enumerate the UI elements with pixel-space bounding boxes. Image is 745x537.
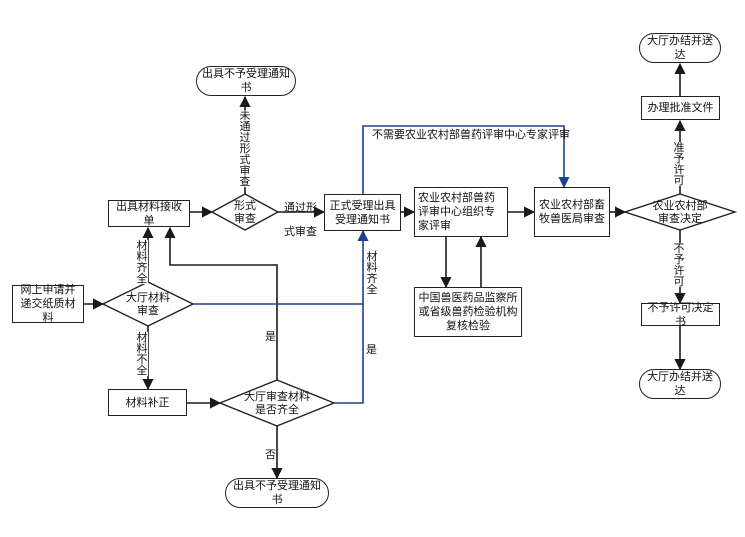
label-materials-incomplete: 材料不全 <box>136 331 148 377</box>
node-issue-receipt: 出具材料接收单 <box>108 200 190 227</box>
node-expert-review: 农业农村部兽药评审中心组织专家评审 <box>414 187 508 237</box>
label-materials-complete-left: 材料齐全 <box>136 239 148 285</box>
arrow-check-to-receipt <box>164 226 278 380</box>
diamond-check-text: 大厅审查材料是否齐全 <box>244 390 310 416</box>
label-grant: 准予许可 <box>673 141 685 187</box>
diamond-ministry-decision-text: 农业农村部审查决定 <box>652 199 708 225</box>
node-bureau-review: 农业农村部畜牧兽医局审查 <box>534 187 610 237</box>
label-yes-right: 是 <box>366 343 377 356</box>
label-no-bottom: 否 <box>265 448 276 461</box>
node-supplement: 材料补正 <box>108 389 187 416</box>
label-pass-form: 通过形式审查 <box>284 201 317 238</box>
node-online-apply: 网上申请并递交纸质材料 <box>12 283 84 324</box>
form-review-diamond <box>210 193 280 231</box>
label-no-expert: 不需要农业农村部兽药评审中心专家评审 <box>372 128 570 141</box>
diamond-hall-review-text: 大厅材料审查 <box>126 291 170 317</box>
node-reject-top: 出具不予受理通知书 <box>196 66 296 96</box>
node-reject-decision: 不予许可决定书 <box>641 301 720 328</box>
node-approval-doc: 办理批准文件 <box>641 96 720 120</box>
node-lab-review: 中国兽医药品监察所或省级兽药检验机构复核检验 <box>414 287 522 337</box>
label-not-pass-form: 未通过形式审查 <box>239 109 251 188</box>
diamond-form-review-text: 形式审查 <box>234 199 256 225</box>
node-reject-bottom: 出具不予受理通知书 <box>225 478 329 508</box>
node-formal-accept: 正式受理出具受理通知书 <box>324 194 401 231</box>
label-deny: 不予许可 <box>673 242 685 288</box>
arrow-hall-to-accept-blue <box>193 229 369 305</box>
label-materials-complete-right: 材料齐全 <box>366 250 378 296</box>
node-hall-send-top: 大厅办结并送达 <box>639 33 721 63</box>
label-yes-left: 是 <box>265 330 276 343</box>
arrow-check-to-accept-blue <box>334 304 364 404</box>
arrow-skip-expert-blue <box>362 125 570 194</box>
node-hall-send-bottom: 大厅办结并送达 <box>639 369 721 399</box>
